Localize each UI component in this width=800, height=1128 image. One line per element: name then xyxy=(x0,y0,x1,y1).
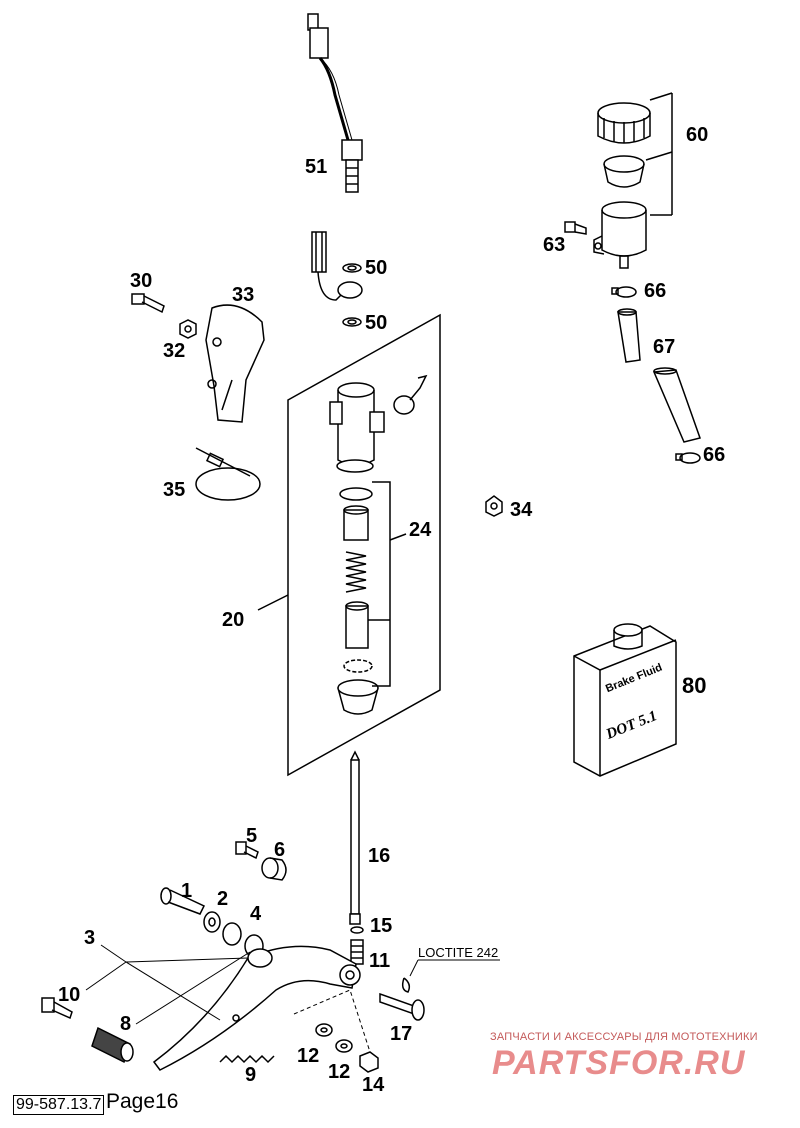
part-33-guard xyxy=(205,304,265,423)
part-50-banjo xyxy=(311,231,363,327)
part-35-cable-tie xyxy=(195,447,261,501)
part-number-32: 32 xyxy=(163,340,186,362)
part-8-pedal-tip xyxy=(91,1026,134,1064)
part-number-8: 8 xyxy=(120,1013,132,1035)
part-number-80: 80 xyxy=(682,673,707,698)
part-63-screw xyxy=(564,221,587,235)
part-34-nut xyxy=(485,495,503,517)
leader-lines xyxy=(85,944,500,1053)
part-number-5: 5 xyxy=(246,825,258,847)
part-67-hose xyxy=(617,308,701,443)
part-number-16: 16 xyxy=(368,845,391,867)
part-20-master-cylinder xyxy=(329,374,428,473)
part-number-4: 4 xyxy=(250,903,262,925)
part-number-12-b: 12 xyxy=(328,1061,351,1083)
part-number-33: 33 xyxy=(232,284,255,306)
part-17-bolt xyxy=(379,977,425,1021)
part-5-screw xyxy=(235,841,259,860)
diagram-code: 99-587.13.7 xyxy=(13,1095,105,1115)
part-number-34: 34 xyxy=(510,499,533,521)
part-32-nut xyxy=(179,319,197,339)
watermark-tagline: ЗАПЧАСТИ И АКСЕССУАРЫ ДЛЯ МОТОТЕХНИКИ xyxy=(490,1031,758,1043)
part-16-push-rod xyxy=(349,750,364,965)
part-51-brake-light-switch xyxy=(307,13,363,193)
part-number-10: 10 xyxy=(58,984,81,1006)
part-66-clamp-lower xyxy=(675,452,701,464)
part-24-piston-kit xyxy=(337,481,407,715)
part-number-17: 17 xyxy=(390,1023,413,1045)
part-12-washer-b xyxy=(335,1039,353,1053)
part-number-1: 1 xyxy=(181,880,193,902)
leader-20 xyxy=(257,594,289,611)
part-2-washer xyxy=(203,911,221,933)
part-number-15: 15 xyxy=(370,915,393,937)
part-9-spring xyxy=(219,1054,275,1064)
part-1-bolt xyxy=(160,887,206,915)
part-number-6: 6 xyxy=(274,839,286,861)
loctite-note: LOCTITE 242 xyxy=(418,945,499,960)
part-number-12-a: 12 xyxy=(297,1045,320,1067)
part-14-nut xyxy=(359,1051,379,1073)
part-30-bolt xyxy=(131,293,165,314)
part-number-24: 24 xyxy=(409,519,432,541)
part-20-outline xyxy=(287,313,441,777)
part-number-66-lower: 66 xyxy=(703,444,726,466)
part-number-2: 2 xyxy=(217,888,229,910)
part-number-51: 51 xyxy=(305,156,328,178)
watermark-logo: PARTSFOR.RU xyxy=(492,1044,746,1082)
part-6-bushing xyxy=(261,857,287,881)
part-number-11: 11 xyxy=(369,950,391,972)
part-number-35: 35 xyxy=(163,479,186,501)
part-number-50-upper: 50 xyxy=(365,257,388,279)
part-12-washer-a xyxy=(315,1023,333,1037)
part-number-3: 3 xyxy=(84,927,96,949)
part-number-63: 63 xyxy=(543,234,566,256)
part-66-clamp-upper xyxy=(611,286,637,298)
part-number-20: 20 xyxy=(222,609,245,631)
part-60-reservoir xyxy=(593,92,673,269)
part-number-14: 14 xyxy=(362,1074,385,1096)
part-10-screw xyxy=(41,997,73,1020)
part-number-66-upper: 66 xyxy=(644,280,667,302)
part-number-30: 30 xyxy=(130,270,153,292)
page-number: Page16 xyxy=(106,1090,179,1113)
part-3-brake-pedal xyxy=(152,945,361,1071)
part-80-brake-fluid-bottle xyxy=(573,623,677,777)
part-number-9: 9 xyxy=(245,1064,257,1086)
part-number-50-lower: 50 xyxy=(365,312,388,334)
part-number-60: 60 xyxy=(686,124,709,146)
part-number-67: 67 xyxy=(653,336,676,358)
